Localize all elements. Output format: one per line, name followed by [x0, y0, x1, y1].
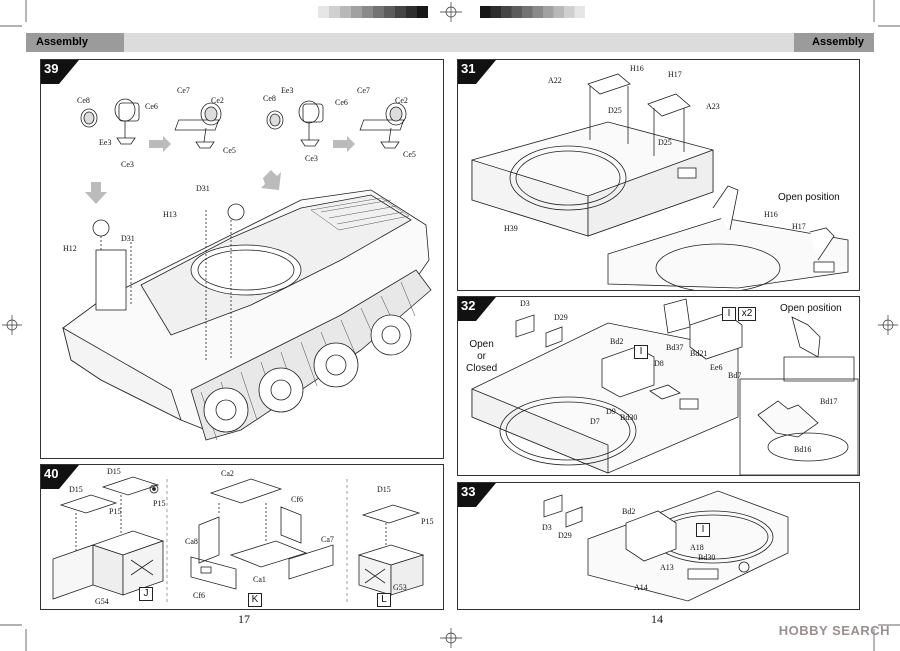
part-label: H12 [63, 244, 77, 253]
part-label: H16 [764, 210, 778, 219]
step-40-panel: 40 [40, 464, 444, 610]
part-label: D25 [608, 106, 622, 115]
step-39-diagram [62, 98, 432, 441]
part-label: D31 [196, 184, 210, 193]
step-39-badge: 39 [41, 60, 79, 84]
part-label: Ce2 [395, 96, 408, 105]
step-32-diagram [471, 298, 859, 475]
step-31-number: 31 [461, 61, 476, 76]
step-39-panel: 39 [40, 59, 444, 459]
part-label: Ee3 [99, 138, 112, 147]
step-40-badge: 40 [41, 465, 79, 489]
part-label: Bd17 [820, 397, 838, 406]
part-label: Ce3 [121, 160, 134, 169]
part-label: H13 [163, 210, 177, 219]
part-label: D15 [69, 485, 83, 494]
part-label: Ca7 [321, 535, 334, 544]
part-label: Ce7 [177, 86, 190, 95]
part-label: D25 [658, 138, 672, 147]
part-label: A23 [706, 102, 720, 111]
part-label: D15 [377, 485, 391, 494]
version-box-i: I [696, 523, 710, 537]
page-number-right: 14 [651, 612, 663, 626]
step-40-diagram [52, 476, 425, 605]
version-box-i: I [634, 345, 648, 359]
part-label: P15 [109, 507, 122, 516]
part-label: D29 [554, 313, 568, 322]
part-label: Bd7 [728, 371, 742, 380]
part-label: H39 [504, 224, 518, 233]
part-label: Bd21 [690, 349, 708, 358]
part-label: H17 [792, 222, 806, 231]
open-position-note: Open position [780, 303, 842, 314]
step-33-number: 33 [461, 484, 476, 499]
part-label: Ca2 [221, 469, 234, 478]
part-label: Bd2 [610, 337, 624, 346]
open-position-note: Open position [778, 192, 840, 203]
part-label: Ce5 [403, 150, 416, 159]
part-label: Cf6 [193, 591, 205, 600]
part-label: Bd2 [622, 507, 636, 516]
part-label: Bd37 [666, 343, 684, 352]
version-box-k: K [248, 593, 262, 607]
step-40-number: 40 [44, 466, 59, 481]
part-label: D31 [121, 234, 135, 243]
step-32-number: 32 [461, 298, 476, 313]
hobby-search-watermark: HOBBY SEARCH [778, 623, 890, 638]
step-33-diagram [543, 490, 789, 602]
step-32-panel: 32 D3 D29 Bd2 D8 D7 D9 Bd30 Bd37 [457, 296, 860, 476]
step-33-panel: 33 D3 D29 Bd2 A18 Bd30 A13 A14 I [457, 482, 860, 610]
part-label: Ca8 [185, 537, 198, 546]
part-label: Ee3 [281, 86, 294, 95]
part-label: Cf6 [291, 495, 303, 504]
part-label: Ce8 [263, 94, 276, 103]
part-label: Ca1 [253, 575, 266, 584]
step-31-diagram [471, 73, 849, 290]
open-or-closed-note: Open or Closed [466, 339, 498, 374]
part-label: Bd30 [698, 553, 716, 562]
part-label: Bd30 [620, 413, 638, 422]
page-number-left: 17 [238, 612, 250, 626]
part-label: H16 [630, 64, 644, 73]
version-box-j: J [139, 587, 153, 601]
part-label: D3 [542, 523, 552, 532]
part-label: A22 [548, 76, 562, 85]
part-label: D7 [590, 417, 600, 426]
part-label: D3 [520, 299, 530, 308]
part-label: Ee6 [710, 363, 723, 372]
step-32-badge: 32 [458, 297, 496, 321]
part-label: D15 [107, 467, 121, 476]
part-label: Ce2 [211, 96, 224, 105]
version-box-i: I [722, 307, 736, 321]
part-label: Ce8 [77, 96, 90, 105]
part-label: D8 [654, 359, 664, 368]
part-label: P15 [421, 517, 434, 526]
part-label: Ce6 [145, 102, 158, 111]
part-label: Ce6 [335, 98, 348, 107]
part-label: P15 [153, 499, 166, 508]
part-label: A14 [634, 583, 648, 592]
quantity-x2: x2 [738, 307, 756, 321]
part-label: D9 [606, 407, 616, 416]
step-39-number: 39 [44, 61, 59, 76]
part-label: Ce3 [305, 154, 318, 163]
step-31-badge: 31 [458, 60, 496, 84]
part-label: A18 [690, 543, 704, 552]
version-box-l: L [377, 593, 391, 607]
part-label: H17 [668, 70, 682, 79]
header-bar [26, 33, 874, 52]
part-label: D29 [558, 531, 572, 540]
step-31-panel: 31 H16 H17 A22 A23 D25 D25 H39 H [457, 59, 860, 291]
header-title-right: Assembly [794, 33, 874, 52]
part-label: Ce5 [223, 146, 236, 155]
step-33-badge: 33 [458, 483, 496, 507]
part-label: G53 [393, 583, 407, 592]
part-label: G54 [95, 597, 109, 606]
part-label: A13 [660, 563, 674, 572]
part-label: Ce7 [357, 86, 370, 95]
part-label: Bd16 [794, 445, 812, 454]
header-title-left: Assembly [26, 33, 124, 52]
